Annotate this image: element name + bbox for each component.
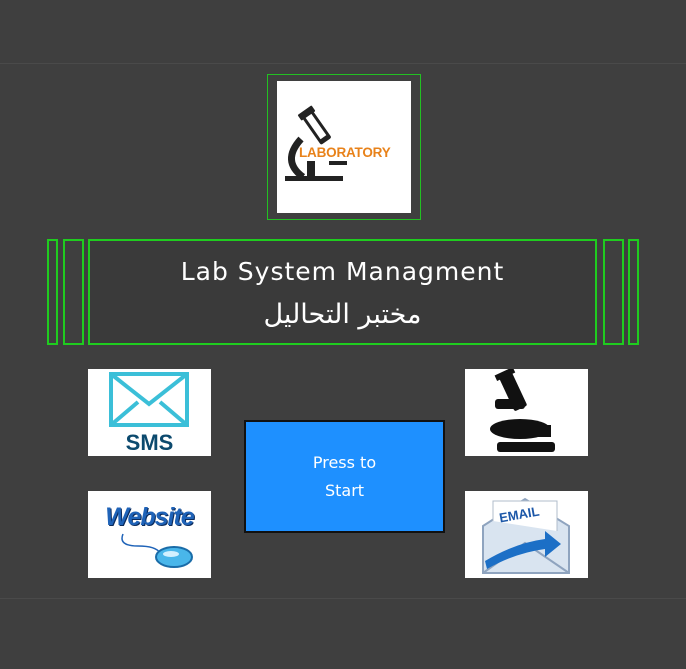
microscope-tile[interactable] (465, 369, 588, 456)
bottom-divider (0, 598, 686, 599)
logo-text: LABORATORY (299, 145, 391, 160)
website-label: Website (105, 503, 194, 531)
right-inner-bar (603, 239, 624, 345)
left-outer-bar (47, 239, 58, 345)
email-envelope-icon (482, 497, 570, 574)
page-title: Lab System Managment (180, 257, 505, 286)
start-button-label: Press to Start (312, 452, 377, 500)
website-tile[interactable]: Website (88, 491, 211, 578)
envelope-icon (109, 372, 189, 427)
mouse-icon (121, 533, 193, 568)
email-tile[interactable]: EMAIL (465, 491, 588, 578)
microscope-icon (490, 369, 555, 452)
page-title-arabic: مختبر التحاليل (263, 299, 422, 330)
laboratory-logo: LABORATORY (277, 81, 411, 213)
right-outer-bar (628, 239, 639, 345)
microscope-icon (285, 105, 347, 181)
title-banner: Lab System Managment مختبر التحاليل (88, 239, 597, 345)
press-to-start-button[interactable]: Press to Start (244, 420, 445, 533)
logo-frame: LABORATORY (267, 74, 421, 220)
top-divider (0, 63, 686, 64)
sms-label: SMS (125, 430, 174, 455)
sms-tile[interactable]: SMS (88, 369, 211, 456)
left-inner-bar (63, 239, 84, 345)
